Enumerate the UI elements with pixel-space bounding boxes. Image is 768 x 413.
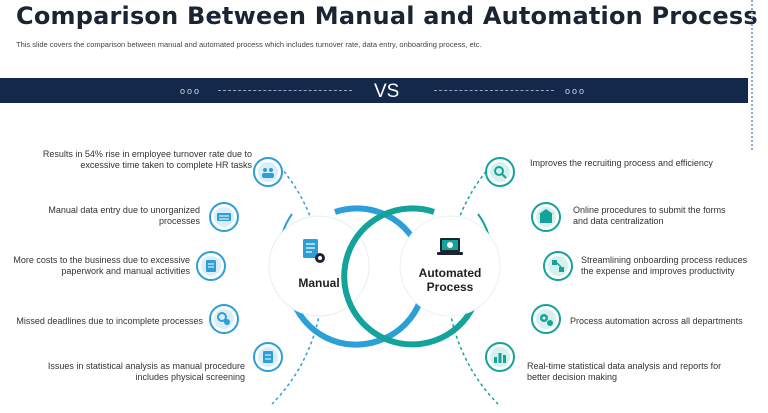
manual-item-4: Missed deadlines due to incomplete proce… bbox=[16, 316, 203, 326]
manual-document-gear-icon bbox=[303, 239, 325, 263]
automated-item-2: Online procedures to submit the forms an… bbox=[573, 205, 726, 226]
manual-item-5: Issues in statistical analysis as manual… bbox=[47, 361, 245, 382]
automated-item-3: Streamlining onboarding process reduces … bbox=[581, 255, 748, 276]
manual-icon-1 bbox=[253, 157, 283, 187]
page-title: Comparison Between Manual and Automation… bbox=[16, 2, 758, 30]
automated-center-label: Automated Process bbox=[418, 266, 482, 294]
automated-item-5: Real-time statistical data analysis and … bbox=[527, 361, 722, 382]
automated-dashed-arc bbox=[446, 157, 499, 405]
manual-icon-5 bbox=[253, 342, 283, 372]
manual-item-2: Manual data entry due to unorganized pro… bbox=[48, 205, 200, 226]
automated-icon-1 bbox=[485, 157, 515, 187]
manual-dashed-arc bbox=[271, 157, 324, 405]
automated-icon-2 bbox=[531, 202, 561, 232]
dashed-line-right bbox=[434, 90, 554, 91]
dots-right: ooo bbox=[565, 86, 587, 96]
automated-icon-4 bbox=[531, 304, 561, 334]
automated-icon-5 bbox=[485, 342, 515, 372]
automated-item-1: Improves the recruiting process and effi… bbox=[530, 158, 713, 168]
manual-center-label: Manual bbox=[298, 276, 340, 290]
manual-icon-2 bbox=[209, 202, 239, 232]
vs-bar: ooo VS ooo bbox=[0, 78, 748, 103]
automated-laptop-gear-icon bbox=[437, 238, 463, 255]
dots-left: ooo bbox=[180, 86, 202, 96]
automated-item-4: Process automation across all department… bbox=[570, 316, 743, 326]
automated-icon-3 bbox=[543, 251, 573, 281]
manual-icon-3 bbox=[196, 251, 226, 281]
edge-dotted-line bbox=[751, 0, 753, 150]
manual-item-1: Results in 54% rise in employee turnover… bbox=[42, 149, 252, 170]
dashed-line-left bbox=[218, 90, 352, 91]
manual-icon-4 bbox=[209, 304, 239, 334]
vs-text: VS bbox=[374, 81, 400, 102]
page-subtitle: This slide covers the comparison between… bbox=[16, 40, 482, 49]
automated-center-circle bbox=[341, 205, 501, 348]
manual-item-3: More costs to the business due to excess… bbox=[13, 255, 190, 276]
